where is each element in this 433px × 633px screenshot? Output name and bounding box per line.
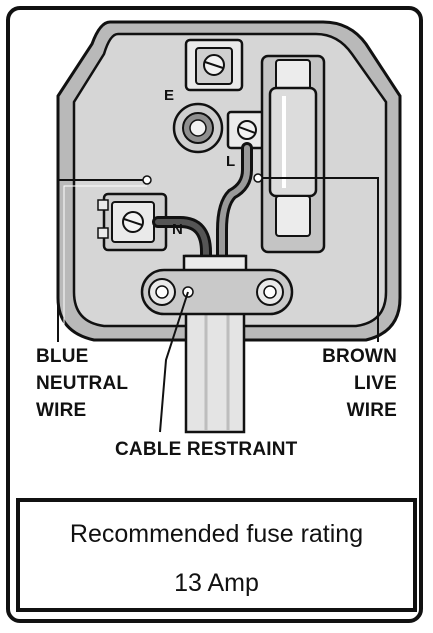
cable-restraint-label: CABLE RESTRAINT xyxy=(115,439,298,460)
brown-leader-line xyxy=(258,177,379,342)
fuse-rating-box: Recommended fuse rating 13 Amp xyxy=(16,498,417,612)
fuse-rating-value: 13 Amp xyxy=(174,569,259,597)
neutral-terminal xyxy=(97,192,168,252)
brown-live-wire-label: BROWN LIVE WIRE xyxy=(322,346,397,421)
outer-frame xyxy=(6,6,423,623)
restraint-leader-line xyxy=(159,291,189,433)
cable-restraint xyxy=(140,268,294,316)
live-terminal xyxy=(226,110,268,150)
fuse xyxy=(260,54,326,254)
blue-leader-line xyxy=(57,179,147,342)
blue-leader-line-inner xyxy=(63,185,147,342)
fuse-rating-heading: Recommended fuse rating xyxy=(69,520,364,548)
neutral-label: N xyxy=(172,221,183,238)
earth-pin xyxy=(172,102,224,154)
live-label: L xyxy=(226,153,235,170)
earth-label: E xyxy=(164,87,174,104)
blue-neutral-wire-label: BLUE NEUTRAL WIRE xyxy=(36,346,129,421)
earth-terminal xyxy=(184,38,244,92)
